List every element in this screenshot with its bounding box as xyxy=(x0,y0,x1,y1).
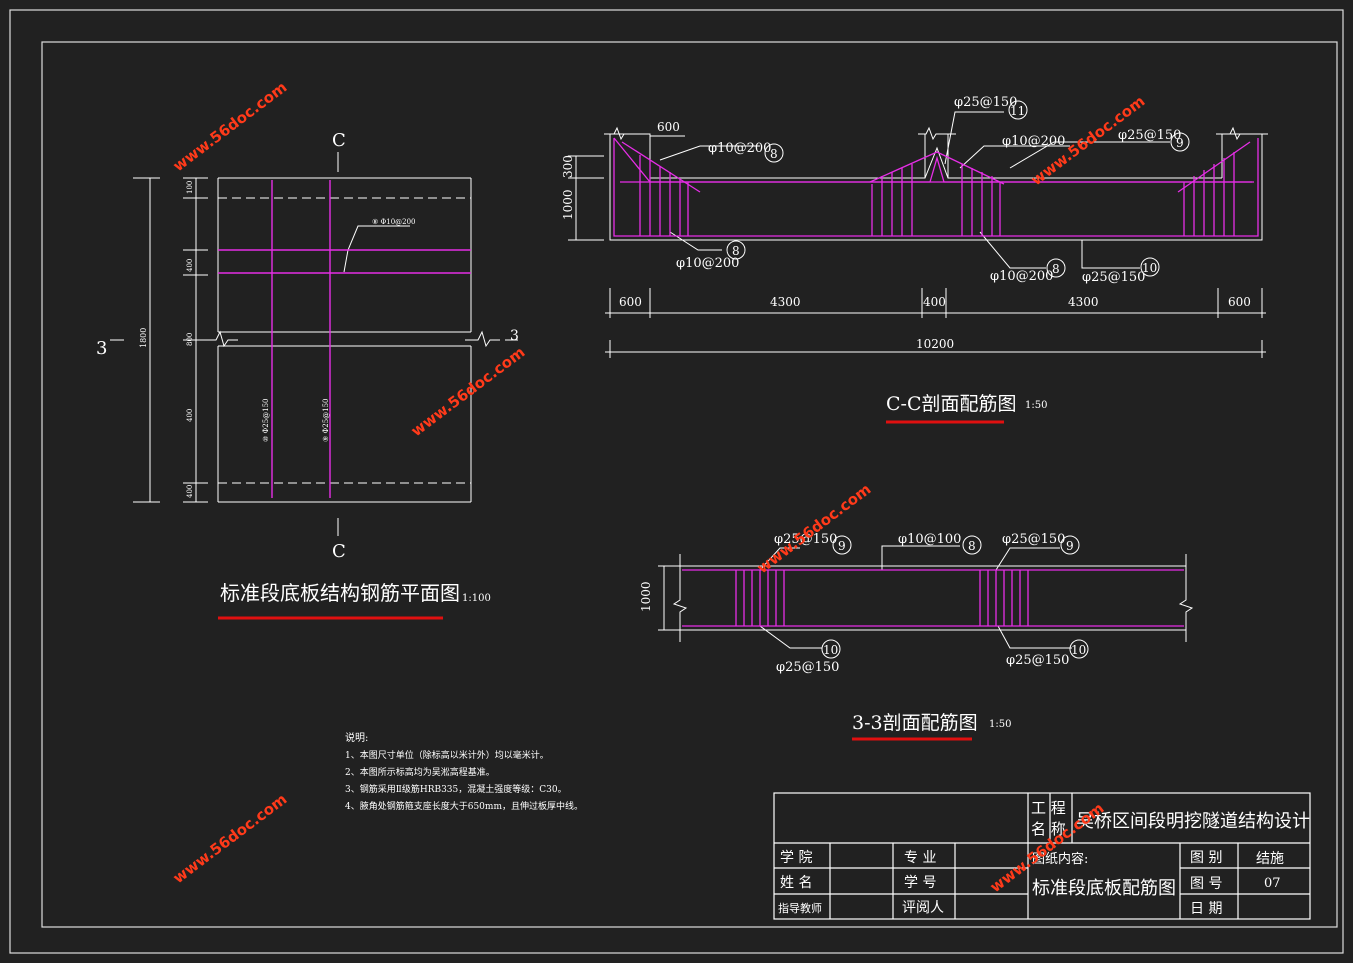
plan-rebars xyxy=(218,180,471,498)
tb-id-label: 学 号 xyxy=(904,875,936,891)
watermark-5: www.56doc.com xyxy=(754,480,875,577)
s33-rebars xyxy=(682,569,1184,627)
notes-heading: 说明: xyxy=(345,731,368,744)
plan-dim-total: 1800 xyxy=(139,328,148,348)
cc-label-phi25-10: φ25@150 xyxy=(1082,270,1145,285)
plan-scale: 1:100 xyxy=(462,593,491,604)
s33-num-8: 8 xyxy=(968,539,976,553)
tb-content-value: 标准段底板配筋图 xyxy=(1032,878,1176,899)
plan-section-c-top: C xyxy=(332,130,346,151)
notes-line-4: 4、腋角处钢筋箍支座长度大于650mm，且伸过板厚中线。 xyxy=(345,800,583,812)
s33-num-9b: 9 xyxy=(1066,539,1074,553)
cc-label-phi10-d: φ10@200 xyxy=(990,269,1053,284)
s33-label-tl: φ25@150 xyxy=(774,532,837,547)
plan-dim-3: 400 xyxy=(186,409,194,422)
cc-label-phi10-c: φ10@200 xyxy=(676,256,739,271)
cc-dim-b2: 400 xyxy=(923,295,946,309)
watermark-1: www.56doc.com xyxy=(170,78,291,175)
s33-label-tr: φ25@150 xyxy=(1002,532,1065,547)
cc-title: C-C剖面配筋图 xyxy=(886,393,1017,415)
tb-number-value: 07 xyxy=(1264,876,1281,891)
plan-title: 标准段底板结构钢筋平面图 xyxy=(220,581,460,605)
plan-section-3-left: 3 xyxy=(96,338,107,359)
cc-dim-1000: 1000 xyxy=(561,189,575,220)
cc-section-outline xyxy=(568,111,1268,358)
notes-line-2: 2、本图所示标高均为吴淞高程基准。 xyxy=(345,766,495,778)
plan-section-3-right: 3 xyxy=(510,328,519,344)
notes-line-3: 3、钢筋采用Ⅱ级筋HRB335，混凝土强度等级：C30。 xyxy=(345,783,567,795)
cc-num-8b: 8 xyxy=(732,244,740,258)
tb-project-name: 吴桥区间段明挖隧道结构设计 xyxy=(1076,811,1310,832)
cc-label-phi10-b: φ10@200 xyxy=(1002,134,1065,149)
cc-label-phi25-11: φ25@150 xyxy=(954,95,1017,110)
s33-num-10b: 10 xyxy=(1071,643,1086,657)
tb-number-label: 图 号 xyxy=(1190,876,1222,892)
plan-view xyxy=(110,152,518,536)
s33-dim-1000: 1000 xyxy=(639,581,653,612)
plan-dim-0: 100 xyxy=(186,181,194,194)
s33-title: 3-3剖面配筋图 xyxy=(852,712,978,734)
cc-dim-b4: 600 xyxy=(1228,295,1251,309)
cc-dim-b0: 600 xyxy=(619,295,642,309)
s33-label-tm: φ10@100 xyxy=(898,532,961,547)
cc-dim-total: 10200 xyxy=(916,337,954,351)
cc-label-phi10-a: φ10@200 xyxy=(708,141,771,156)
tb-name-label: 姓 名 xyxy=(780,875,812,891)
s33-outline xyxy=(658,545,1194,649)
plan-dim-2: 800 xyxy=(186,333,194,346)
s33-num-10a: 10 xyxy=(823,643,838,657)
tb-major-label: 专 业 xyxy=(904,850,936,866)
tb-project-label-2: 名 称 xyxy=(1031,820,1066,838)
tb-category-value: 结施 xyxy=(1256,851,1284,867)
tb-content-label: 图纸内容: xyxy=(1032,851,1088,867)
outer-frame xyxy=(9,9,1344,954)
cc-num-8a: 8 xyxy=(770,147,778,161)
notes-line-1: 1、本图尺寸单位（除标高以米计外）均以毫米计。 xyxy=(345,749,549,761)
plan-dim-4: 400 xyxy=(186,485,194,498)
cc-circles xyxy=(726,100,1190,278)
cc-rebars xyxy=(613,137,1259,237)
cc-label-phi25-9: φ25@150 xyxy=(1118,128,1181,143)
tb-project-label-1: 工 程 xyxy=(1031,799,1066,817)
cc-dim-600-top: 600 xyxy=(657,120,680,134)
s33-circles xyxy=(821,535,1089,659)
plan-dim-1: 400 xyxy=(186,259,194,272)
title-block xyxy=(773,792,1311,920)
watermark-2: www.56doc.com xyxy=(408,343,529,440)
tb-reviewer-label: 评阅人 xyxy=(902,900,944,916)
cc-dim-300: 300 xyxy=(561,155,575,178)
cc-num-10: 10 xyxy=(1142,261,1157,275)
tb-date-label: 日 期 xyxy=(1190,901,1222,917)
plan-rebar-v2-label: ⑨ Φ25@150 xyxy=(322,398,330,442)
tb-category-label: 图 别 xyxy=(1190,850,1222,866)
inner-frame xyxy=(41,41,1338,928)
s33-scale: 1:50 xyxy=(989,719,1011,730)
cc-dim-b3: 4300 xyxy=(1068,295,1099,309)
cc-dim-b1: 4300 xyxy=(770,295,801,309)
tb-advisor-label: 指导教师 xyxy=(778,901,822,915)
s33-num-9a: 9 xyxy=(838,539,846,553)
s33-label-bl: φ25@150 xyxy=(776,660,839,675)
cc-num-8c: 8 xyxy=(1052,262,1060,276)
watermark-3: www.56doc.com xyxy=(170,790,291,887)
cc-scale: 1:50 xyxy=(1025,400,1047,411)
tb-school-label: 学 院 xyxy=(780,850,812,866)
cc-num-11: 11 xyxy=(1010,104,1025,118)
plan-rebar-top-label: ⑧ Φ10@200 xyxy=(372,218,416,226)
plan-section-c-bottom: C xyxy=(332,541,346,562)
s33-label-br: φ25@150 xyxy=(1006,653,1069,668)
plan-rebar-v1-label: ⑩ Φ25@150 xyxy=(262,398,270,442)
cc-num-9: 9 xyxy=(1176,136,1184,150)
